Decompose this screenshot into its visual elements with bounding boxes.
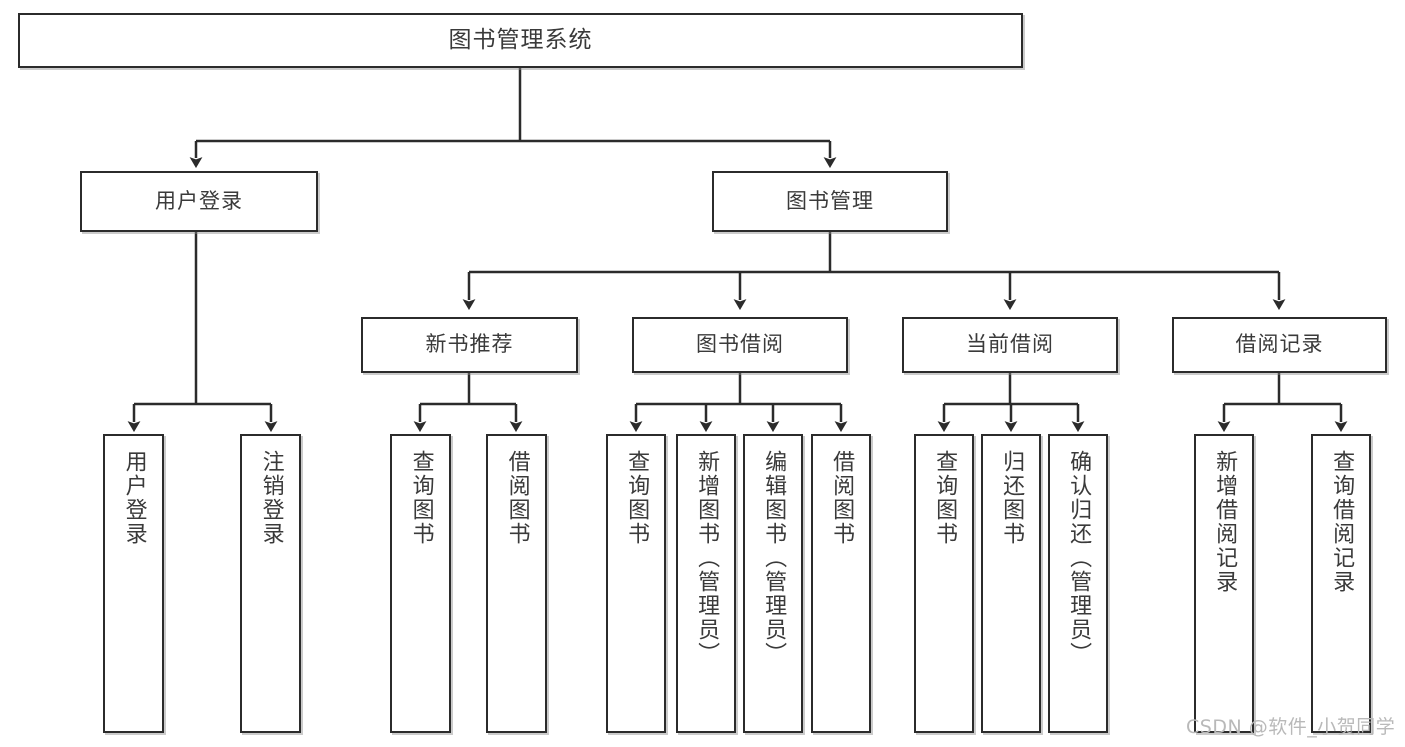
node-book-borrow[interactable]: 图书借阅 (632, 317, 848, 373)
node-leaf-query-book-1[interactable]: 查询图书 (390, 434, 451, 733)
node-borrow-record[interactable]: 借阅记录 (1172, 317, 1387, 373)
node-leaf-query-book-1-label: 查询图书 (408, 450, 434, 546)
node-leaf-user-logout-label: 注销登录 (258, 450, 284, 546)
node-leaf-query-record-label: 查询借阅记录 (1329, 450, 1355, 594)
node-root-system[interactable]: 图书管理系统 (18, 13, 1023, 68)
node-leaf-return-book-label: 归还图书 (999, 450, 1025, 546)
node-leaf-borrow-book-2-label: 借阅图书 (829, 450, 855, 546)
node-leaf-edit-book-label: 编辑图书（管理员） (761, 450, 787, 666)
node-current-borrow-label: 当前借阅 (966, 332, 1054, 357)
node-leaf-add-book[interactable]: 新增图书（管理员） (676, 434, 736, 733)
node-new-book-recommend-label: 新书推荐 (425, 332, 514, 357)
node-leaf-confirm-return-label: 确认归还（管理员） (1066, 450, 1092, 666)
node-borrow-record-label: 借阅记录 (1235, 332, 1324, 357)
node-leaf-query-book-2[interactable]: 查询图书 (606, 434, 666, 733)
node-book-borrow-label: 图书借阅 (696, 332, 784, 357)
node-leaf-user-login-label: 用户登录 (121, 450, 147, 546)
node-book-manage-label: 图书管理 (786, 188, 874, 213)
node-leaf-edit-book[interactable]: 编辑图书（管理员） (743, 434, 803, 733)
node-leaf-query-record[interactable]: 查询借阅记录 (1311, 434, 1371, 733)
node-leaf-borrow-book-1-label: 借阅图书 (504, 450, 530, 546)
node-current-borrow[interactable]: 当前借阅 (902, 317, 1118, 373)
node-leaf-confirm-return[interactable]: 确认归还（管理员） (1048, 434, 1108, 733)
node-leaf-query-book-3[interactable]: 查询图书 (914, 434, 974, 733)
node-leaf-query-book-2-label: 查询图书 (624, 450, 650, 546)
node-leaf-return-book[interactable]: 归还图书 (981, 434, 1041, 733)
node-book-manage[interactable]: 图书管理 (712, 171, 948, 232)
node-root-system-label: 图书管理系统 (448, 26, 593, 53)
node-leaf-user-login[interactable]: 用户登录 (103, 434, 164, 733)
node-new-book-recommend[interactable]: 新书推荐 (361, 317, 578, 373)
node-user-login-label: 用户登录 (155, 188, 243, 213)
node-user-login[interactable]: 用户登录 (80, 171, 318, 232)
node-leaf-borrow-book-1[interactable]: 借阅图书 (486, 434, 547, 733)
node-leaf-user-logout[interactable]: 注销登录 (240, 434, 301, 733)
node-leaf-add-record-label: 新增借阅记录 (1212, 450, 1238, 594)
node-leaf-query-book-3-label: 查询图书 (932, 450, 958, 546)
node-leaf-borrow-book-2[interactable]: 借阅图书 (811, 434, 871, 733)
node-leaf-add-book-label: 新增图书（管理员） (694, 450, 720, 666)
node-leaf-add-record[interactable]: 新增借阅记录 (1194, 434, 1254, 733)
